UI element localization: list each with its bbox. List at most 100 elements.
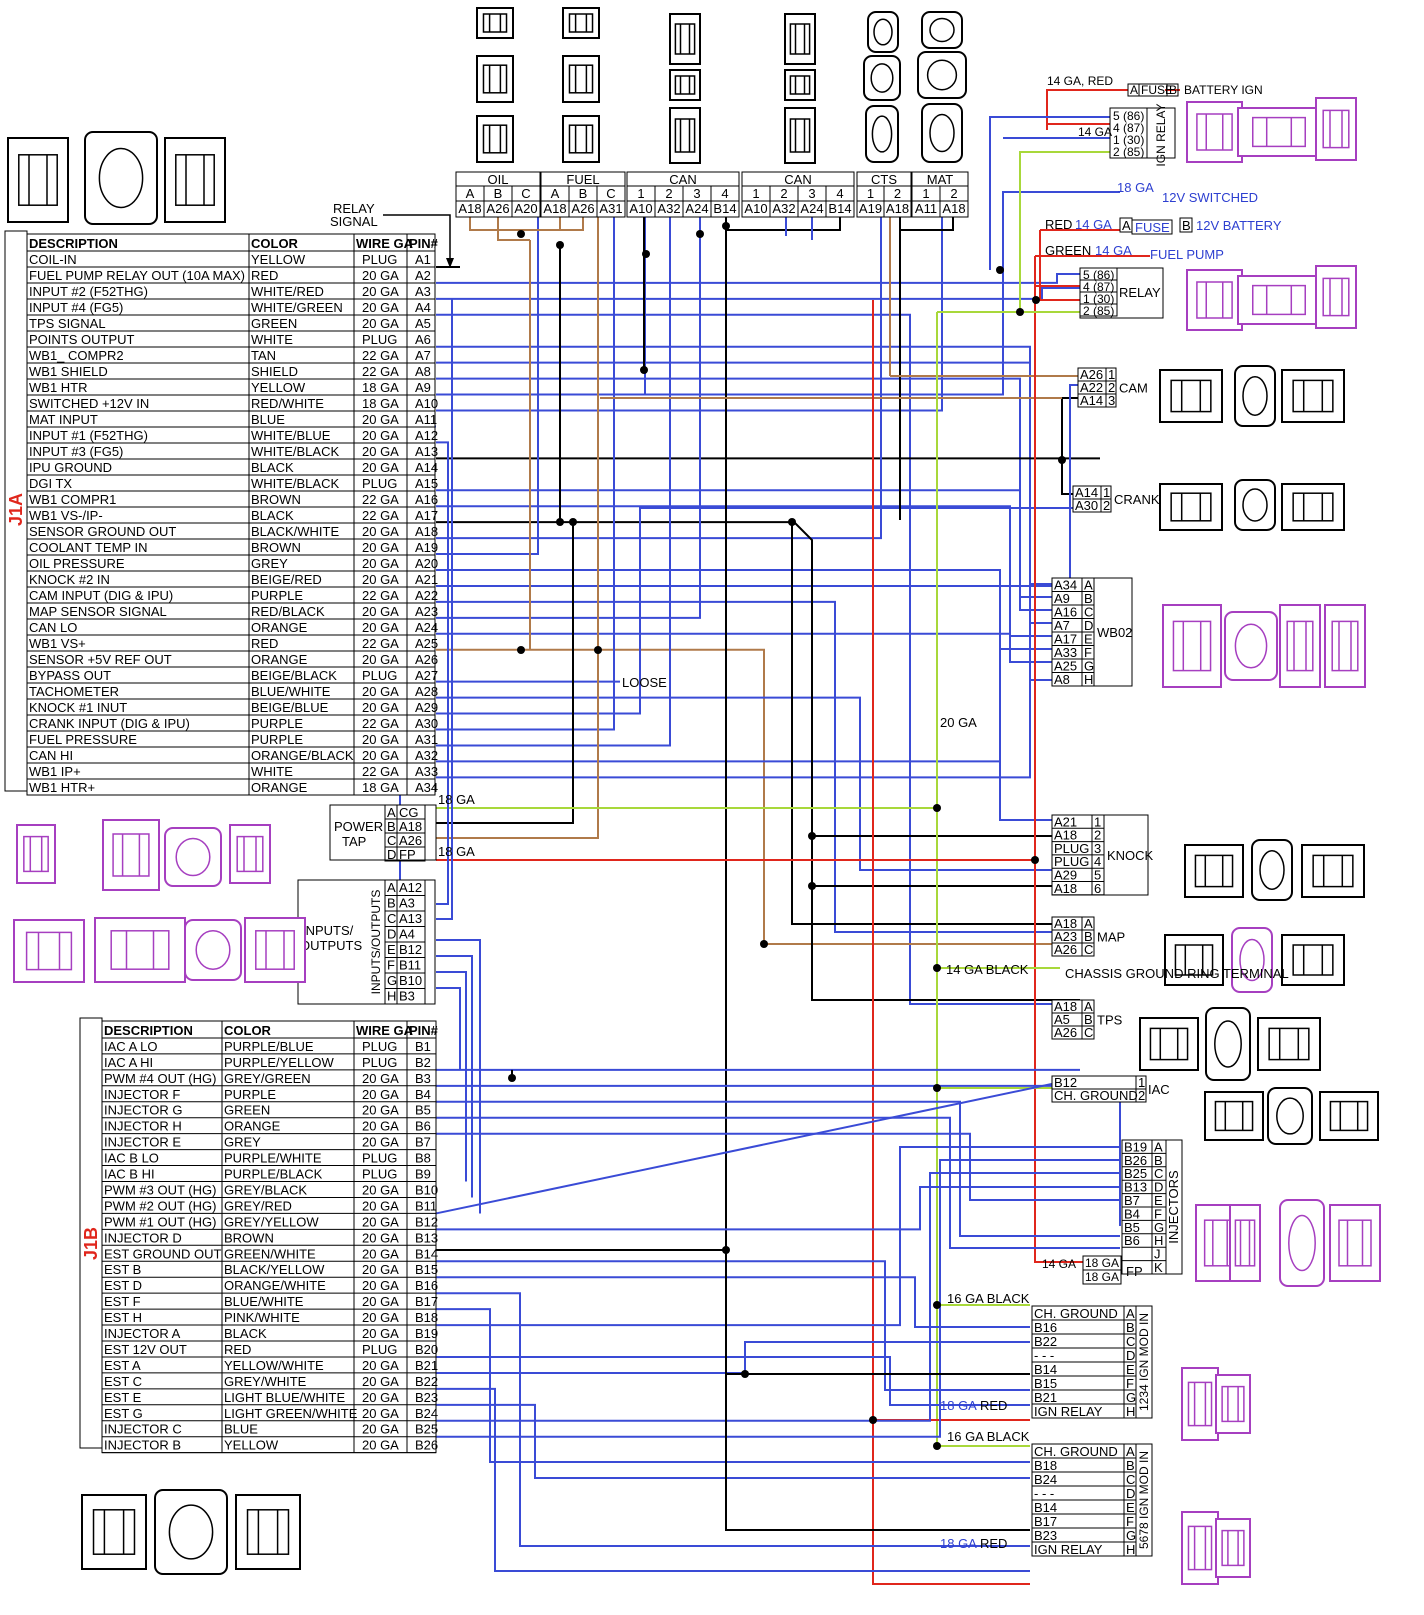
top-connector-pin: B — [494, 186, 503, 201]
wb02-connector-left-icon-inner — [1172, 620, 1212, 672]
injectors-side-box — [1165, 1139, 1183, 1275]
j1b-cell: B13 — [415, 1230, 438, 1245]
ign-5678-module-wire-label: B23 — [1034, 1528, 1057, 1543]
battery12-prefix: RED — [1045, 217, 1072, 232]
ign-1234-module-pin-label: G — [1126, 1390, 1136, 1405]
j1a-cell: PLUG — [362, 332, 397, 347]
wb02-connector-mid-icon-face — [1234, 623, 1268, 669]
ign-5678-module-pin-label: D — [1126, 1486, 1135, 1501]
j1a-cell: A19 — [415, 540, 438, 555]
wire-a24 — [436, 217, 701, 619]
j1a-cell: RED/BLACK — [251, 604, 325, 619]
ign-5678-module-plug-icon-inner — [1187, 1525, 1213, 1571]
can-connector-icon-0 — [669, 13, 701, 65]
j1b-harness-left-icon — [81, 1494, 147, 1570]
wire-b14-can — [436, 217, 841, 1251]
j1b-harness-left-icon-inner — [92, 1509, 136, 1555]
j1b-table-border — [101, 1020, 437, 1454]
can-connector-icon-1 — [669, 69, 701, 101]
top-connector-wire: A32 — [657, 201, 680, 216]
top-connector-wire: B14 — [828, 201, 851, 216]
iac-connector-label: IAC — [1148, 1082, 1170, 1097]
j1a-cell: A8 — [415, 364, 431, 379]
cam-connector-wire-label: A14 — [1080, 393, 1103, 408]
j1a-cell: BEIGE/BLUE — [251, 700, 329, 715]
j1a-cell: TPS SIGNAL — [29, 316, 106, 331]
j1a-cell: ORANGE — [251, 652, 308, 667]
j1a-cell: INPUT #3 (FG5) — [29, 444, 123, 459]
j1a-cell: A6 — [415, 332, 431, 347]
ign-5678-module-pin-label: B — [1126, 1458, 1135, 1473]
io-pin: H — [387, 989, 396, 1004]
j1a-cell: A11 — [415, 412, 437, 427]
power-tap-pin: D — [387, 847, 396, 862]
j1a-cell: 22 GA — [362, 588, 399, 603]
wb02-connector-pin-label: E — [1084, 632, 1093, 647]
crank-connector-wire-label: A30 — [1075, 498, 1098, 513]
j1a-cell: RED/WHITE — [251, 396, 324, 411]
junction-dot — [933, 964, 941, 972]
j1b-cell: PWM #1 OUT (HG) — [104, 1214, 216, 1229]
j1a-cell: FUEL PRESSURE — [29, 732, 137, 747]
io-end-icon — [244, 917, 306, 983]
ign-1234-module-body-icon-inner — [1221, 1385, 1245, 1423]
wb02-connector-pin-label: B — [1084, 591, 1093, 606]
ign-1234-module-pin-label: C — [1126, 1334, 1135, 1349]
j1b-header-cell: PIN# — [409, 1023, 439, 1038]
top-connector-wire: A11 — [915, 201, 937, 216]
j1b-cell: B25 — [415, 1422, 438, 1437]
top-sensor-connector-icon-3 — [562, 7, 600, 39]
wire-io-b10 — [436, 971, 467, 1182]
j1a-cell: 22 GA — [362, 348, 399, 363]
wire-b17 — [436, 1292, 1030, 1547]
top-connector-pin: 2 — [950, 186, 957, 201]
wb02-connector-wire-label: A25 — [1054, 659, 1077, 674]
j1a-cell: A15 — [415, 476, 438, 491]
top-connector-pin: A — [551, 186, 560, 201]
power-tap-socket-icon-face — [175, 837, 211, 877]
injectors-connector-pin-label: B — [1154, 1153, 1163, 1168]
top-sensor-connector-icon-5-inner — [568, 124, 594, 154]
io-body-icon-inner — [110, 930, 170, 970]
j1b-cell: EST H — [104, 1310, 142, 1325]
j1b-cell: EST B — [104, 1262, 141, 1277]
ign-1234-module-ga-label: 16 GA BLACK — [947, 1291, 1030, 1306]
fuel-pump-relay-socket-icon-1-inner — [1252, 284, 1306, 316]
power-tap-wire: A26 — [399, 833, 422, 848]
knock-connector-label: KNOCK — [1107, 848, 1154, 863]
knock-connector-wire-label: PLUG — [1054, 841, 1089, 856]
ign-5678-module-wire-label: - - - — [1034, 1486, 1054, 1501]
battery12-b: B — [1182, 218, 1191, 233]
j1a-cell: A33 — [415, 764, 438, 779]
top-connector-box-can — [626, 171, 740, 218]
ign-5678-module-pin-label: A — [1126, 1444, 1135, 1459]
j1b-cell: GREY/YELLOW — [224, 1214, 319, 1229]
j1a-cell: YELLOW — [251, 252, 306, 267]
j1b-cell: 20 GA — [362, 1230, 399, 1245]
j1a-cell: WB1 IP+ — [29, 764, 81, 779]
j1a-harness-right-icon-inner — [175, 154, 215, 206]
j1b-cell: PLUG — [362, 1039, 397, 1054]
io-pin: G — [387, 973, 397, 988]
fp-ga-2: 18 GA — [1085, 1270, 1119, 1284]
j1b-cell: B26 — [415, 1438, 438, 1453]
j1b-cell: 20 GA — [362, 1182, 399, 1197]
j1b-cell: B22 — [415, 1374, 438, 1389]
ign-1234-module-wire-label: B15 — [1034, 1376, 1057, 1391]
j1a-cell: 20 GA — [362, 732, 399, 747]
j1b-cell: PURPLE/WHITE — [224, 1151, 322, 1166]
crank-connector-left-icon-inner — [1170, 492, 1212, 522]
wire-ign-relay-red — [872, 300, 1030, 1585]
wire-oil-b — [497, 217, 530, 241]
iac-connector-mid-icon — [1267, 1087, 1313, 1145]
injectors-connector-wire-label: B13 — [1124, 1180, 1147, 1195]
map-connector-wire-label: A23 — [1054, 929, 1077, 944]
j1a-cell: A12 — [415, 428, 438, 443]
power-tap-label-1: POWER — [334, 819, 383, 834]
wb02-connector-left-icon — [1162, 604, 1222, 688]
cam-connector-pins — [1077, 367, 1117, 408]
j1a-cell: BLACK — [251, 460, 294, 475]
junction-dot — [788, 518, 796, 526]
wire-b16 — [436, 1276, 1030, 1328]
io-pin: B — [387, 896, 396, 911]
